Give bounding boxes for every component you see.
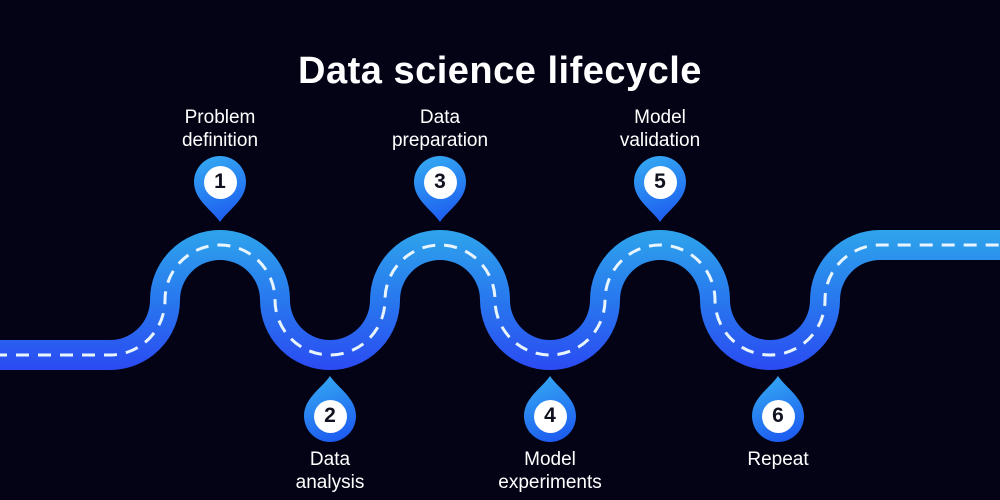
step-number: 5 <box>654 170 666 193</box>
step-marker-4: 4 <box>523 376 577 444</box>
step-label-3: Data preparation <box>345 106 535 152</box>
step-label-line: Model <box>634 107 686 128</box>
step-number: 1 <box>214 170 226 193</box>
step-marker-2: 2 <box>303 376 357 444</box>
road-dash-line <box>0 243 1000 357</box>
step-label-line: Repeat <box>747 449 809 470</box>
step-label-2: Data analysis <box>235 448 425 494</box>
step-number: 6 <box>772 404 784 427</box>
step-label-6: Repeat <box>683 448 873 471</box>
step-label-1: Problem definition <box>125 106 315 152</box>
step-label-line: definition <box>181 130 259 151</box>
page-title: Data science lifecycle <box>298 50 702 92</box>
step-number-badge: 4 <box>533 399 567 433</box>
step-number-badge: 3 <box>423 165 457 199</box>
step-number: 3 <box>434 170 446 193</box>
step-label-line: validation <box>619 130 701 151</box>
step-number: 2 <box>324 404 336 427</box>
step-label-line: analysis <box>295 472 365 493</box>
step-label-line: Data <box>309 449 351 470</box>
step-number-badge: 6 <box>761 399 795 433</box>
step-number-badge: 5 <box>643 165 677 199</box>
step-marker-1: 1 <box>193 154 247 222</box>
step-label-4: Model experiments <box>455 448 645 494</box>
step-label-line: Data <box>419 107 461 128</box>
step-label-line: Model <box>524 449 576 470</box>
step-number-badge: 2 <box>313 399 347 433</box>
step-marker-5: 5 <box>633 154 687 222</box>
step-number-badge: 1 <box>203 165 237 199</box>
step-label-line: experiments <box>498 472 602 493</box>
step-label-line: Problem <box>184 107 256 128</box>
step-label-line: preparation <box>391 130 489 151</box>
step-marker-3: 3 <box>413 154 467 222</box>
step-label-5: Model validation <box>565 106 755 152</box>
step-marker-6: 6 <box>751 376 805 444</box>
step-number: 4 <box>544 404 556 427</box>
